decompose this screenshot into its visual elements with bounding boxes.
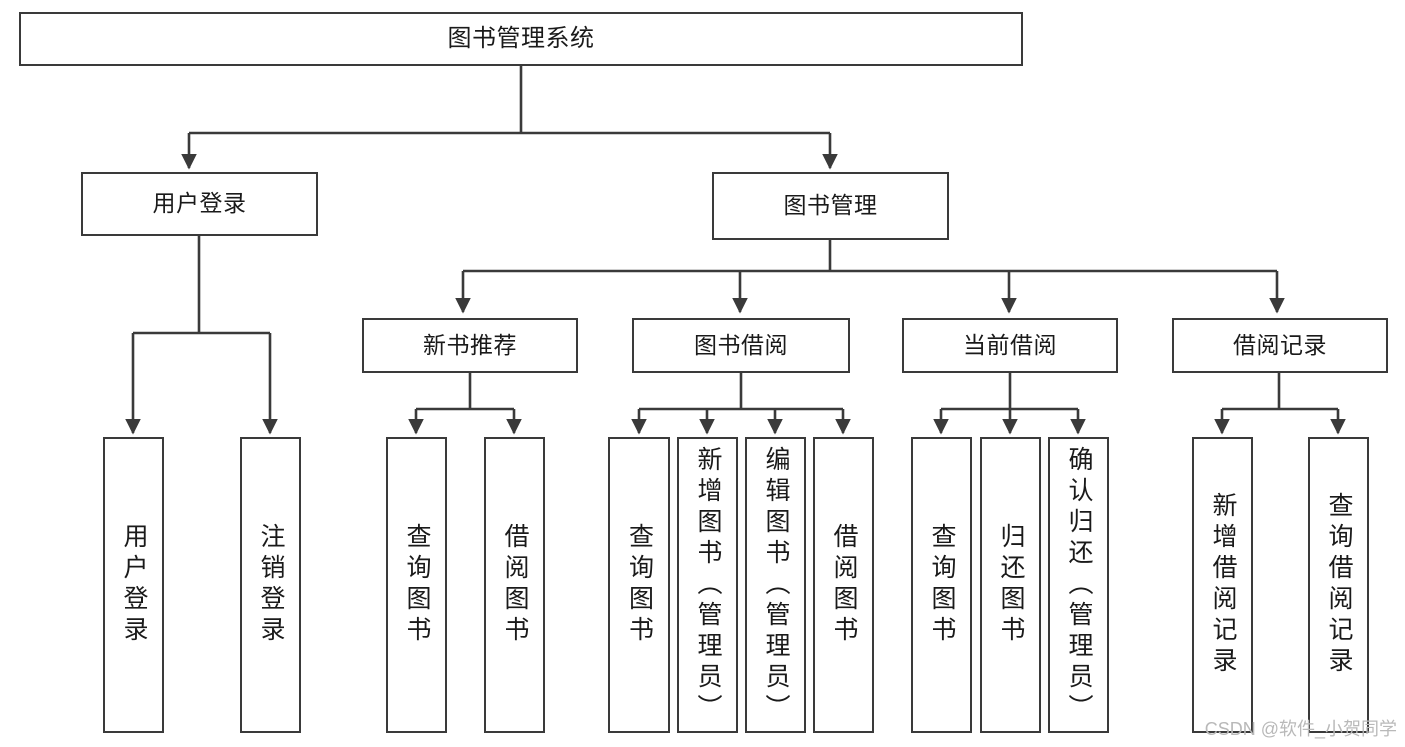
- node-label: 图书管理: [783, 192, 878, 219]
- node-label: 用户登录: [120, 523, 148, 647]
- node-label: 新增图书（管理员）: [694, 445, 722, 725]
- node-label: 查询图书: [625, 523, 654, 647]
- node-borrow-record[interactable]: 借阅记录: [1172, 318, 1388, 373]
- node-label: 当前借阅: [963, 331, 1057, 358]
- node-leaf-query-borrow-record[interactable]: 查询借阅记录: [1308, 437, 1369, 733]
- node-label: 编辑图书（管理员）: [762, 445, 790, 725]
- node-label: 查询图书: [403, 523, 431, 647]
- node-label: 图书借阅: [694, 331, 788, 358]
- node-label: 借阅图书: [830, 523, 858, 647]
- node-leaf-query-book-newbook[interactable]: 查询图书: [386, 437, 447, 733]
- node-leaf-query-book-borrow[interactable]: 查询图书: [608, 437, 670, 733]
- node-leaf-return-book[interactable]: 归还图书: [980, 437, 1041, 733]
- node-label: 注销登录: [257, 523, 285, 647]
- node-label: 新增借阅记录: [1209, 492, 1237, 678]
- node-book-borrow[interactable]: 图书借阅: [632, 318, 850, 373]
- node-leaf-user-login[interactable]: 用户登录: [103, 437, 164, 733]
- node-label: 确认归还（管理员）: [1065, 445, 1093, 725]
- node-label: 查询借阅记录: [1325, 492, 1353, 678]
- node-leaf-confirm-return-admin[interactable]: 确认归还（管理员）: [1048, 437, 1109, 733]
- node-label: 用户登录: [152, 190, 247, 217]
- node-label: 归还图书: [997, 523, 1025, 647]
- node-label: 借阅图书: [501, 523, 529, 647]
- node-new-book-recommend[interactable]: 新书推荐: [362, 318, 578, 373]
- node-label: 查询图书: [928, 523, 956, 647]
- node-current-borrow[interactable]: 当前借阅: [902, 318, 1118, 373]
- node-book-management[interactable]: 图书管理: [712, 172, 949, 240]
- node-leaf-add-borrow-record[interactable]: 新增借阅记录: [1192, 437, 1253, 733]
- node-leaf-query-book-current[interactable]: 查询图书: [911, 437, 972, 733]
- watermark-text: CSDN @软件_小贺同学: [1204, 719, 1397, 739]
- node-label: 新书推荐: [423, 331, 517, 358]
- node-leaf-edit-book-admin[interactable]: 编辑图书（管理员）: [745, 437, 806, 733]
- node-user-login[interactable]: 用户登录: [81, 172, 318, 236]
- node-root-system[interactable]: 图书管理系统: [19, 12, 1023, 66]
- node-leaf-logout[interactable]: 注销登录: [240, 437, 301, 733]
- node-leaf-add-book-admin[interactable]: 新增图书（管理员）: [677, 437, 738, 733]
- node-label: 图书管理系统: [447, 24, 595, 52]
- node-leaf-borrow-book[interactable]: 借阅图书: [813, 437, 874, 733]
- node-label: 借阅记录: [1233, 331, 1327, 358]
- node-leaf-borrow-book-newbook[interactable]: 借阅图书: [484, 437, 545, 733]
